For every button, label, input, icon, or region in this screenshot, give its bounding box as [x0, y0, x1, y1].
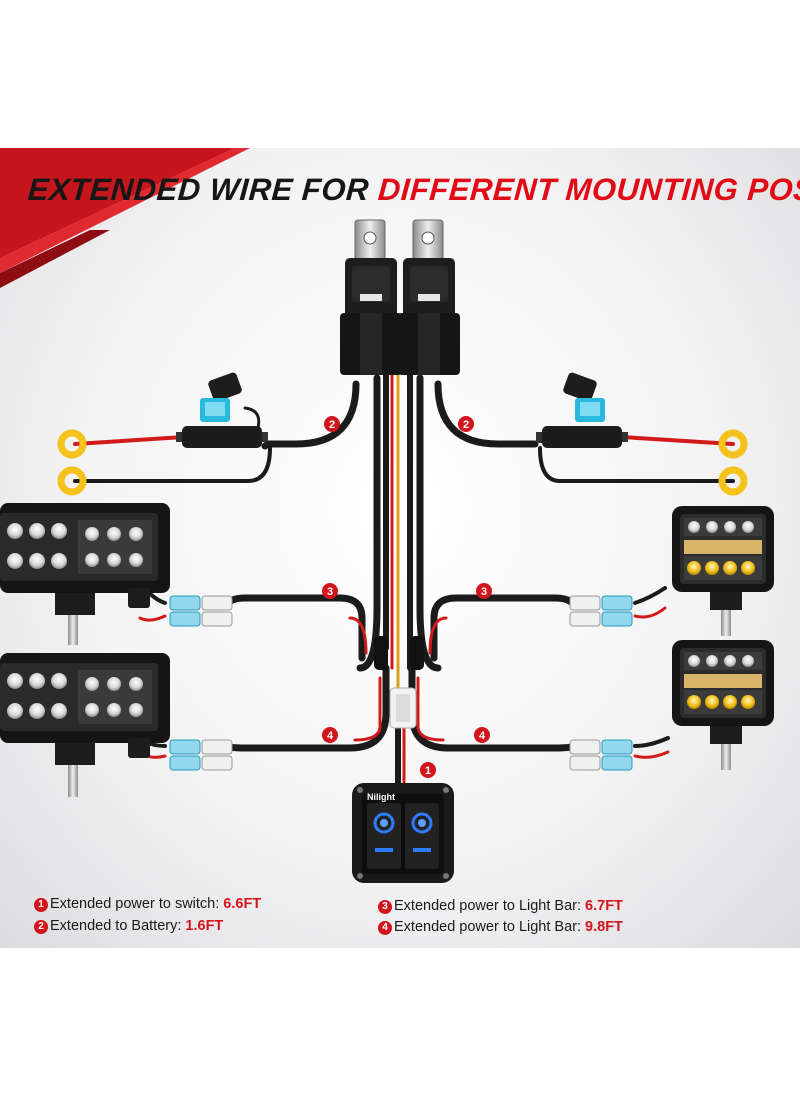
badge-2-right: 2	[458, 416, 474, 432]
page-title: EXTENDED WIRE FOR DIFFERENT MOUNTING POS…	[27, 172, 800, 208]
brand-logo: Nilight	[367, 792, 395, 802]
number-badges: 1 2 2 3 3 4 4	[322, 416, 492, 778]
badge-3-right: 3	[476, 583, 492, 599]
wire-connector-icon	[569, 739, 633, 771]
wiring-diagram: Nilight 1 2 2 3 3 4 4	[0, 148, 774, 883]
fuse-holder-icon	[176, 372, 268, 448]
wiring-harness-panel: Nilight 1 2 2 3 3 4 4 EXTENDED WIRE FOR …	[0, 148, 800, 948]
ring-terminal-icon	[57, 429, 748, 496]
svg-text:2: 2	[463, 419, 469, 431]
title-part-1: EXTENDED WIRE FOR	[26, 172, 371, 207]
badge-4-left: 4	[322, 727, 338, 743]
wire-connector-icon	[374, 636, 424, 729]
fuse-holder-icon	[536, 372, 628, 448]
badge-4-right: 4	[474, 727, 490, 743]
badge-3-left: 3	[322, 583, 338, 599]
badge-1: 1	[420, 762, 436, 778]
led-light-bar-icon	[0, 503, 170, 645]
wire-connector-icon	[569, 595, 633, 627]
red-corner-decoration	[0, 148, 250, 288]
relay-icon	[398, 219, 460, 375]
rocker-switch-panel-icon: Nilight	[352, 783, 454, 883]
svg-text:3: 3	[481, 586, 487, 598]
relay-icon	[340, 219, 402, 375]
svg-text:3: 3	[327, 586, 333, 598]
svg-text:2: 2	[329, 419, 335, 431]
svg-text:4: 4	[479, 730, 486, 742]
led-light-bar-icon	[0, 653, 170, 797]
led-pod-light-icon	[672, 506, 774, 636]
title-part-2: DIFFERENT MOUNTING POSITION	[376, 172, 800, 207]
svg-text:4: 4	[327, 730, 334, 742]
badge-2-left: 2	[324, 416, 340, 432]
wire-connector-icon	[169, 595, 233, 627]
wire-connector-icon	[169, 739, 233, 771]
svg-text:1: 1	[425, 765, 431, 777]
led-pod-light-icon	[672, 640, 774, 770]
